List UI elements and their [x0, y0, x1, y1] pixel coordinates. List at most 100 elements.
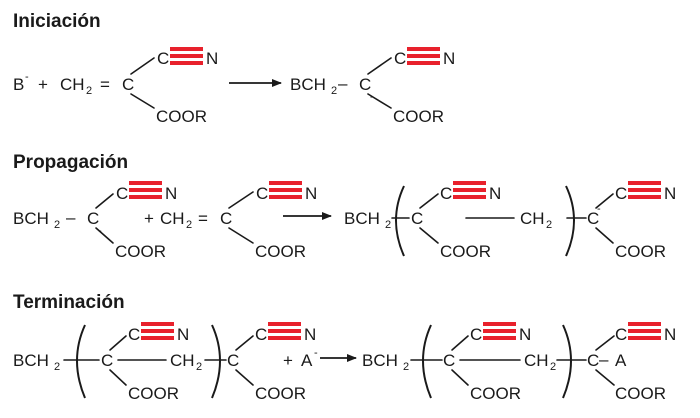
nitrogen-atom: N [305, 184, 317, 203]
triple-bond-8 [268, 322, 301, 340]
terminating-agent: A [301, 351, 313, 370]
nitrogen-atom: N [177, 325, 189, 344]
bond-c-coor [595, 227, 614, 244]
ch2-group: CH [170, 351, 195, 370]
ester-group: COOR [115, 242, 166, 261]
nitrogen-atom: N [165, 184, 177, 203]
plus-sign-1: + [38, 75, 48, 94]
ester-group: COOR [393, 107, 444, 126]
chain-end-charge: - [597, 203, 601, 215]
chain-end-carbon: C [587, 209, 599, 228]
nitrile-carbon: C [440, 184, 452, 203]
open-parenthesis [76, 324, 86, 399]
nitrile-carbon: C [116, 184, 128, 203]
nitrile-carbon: C [256, 184, 268, 203]
terminating-agent-charge: - [314, 347, 318, 359]
nitrile-carbon: C [255, 325, 267, 344]
bond-c-coor [451, 369, 469, 386]
double-bond-sign: = [100, 75, 110, 94]
open-parenthesis [422, 324, 432, 399]
heading-propagation: Propagación [13, 152, 128, 173]
triple-bond-7 [141, 322, 174, 340]
bond-c-cn [228, 191, 254, 209]
ch2-subscript: 2 [86, 85, 92, 97]
triple-bond-5 [453, 181, 486, 199]
bond-c-cn [235, 335, 254, 351]
ester-group: COOR [470, 384, 521, 403]
bch2-subscript: 2 [54, 219, 60, 231]
bond-c-coor [367, 93, 392, 109]
nitrile-carbon: C [157, 49, 169, 68]
single-bond-dash: – [599, 350, 609, 369]
heading-termination: Terminación [13, 292, 125, 313]
bond-c-coor [235, 369, 254, 386]
bond-c-cn [595, 193, 614, 209]
triple-bond-4 [269, 181, 302, 199]
nitrogen-atom: N [664, 184, 676, 203]
nitrile-carbon: C [615, 325, 627, 344]
bond-c-coor [95, 227, 114, 244]
initiator-charge: - [25, 71, 29, 83]
bond-c-coor [130, 93, 155, 109]
triple-bond-6 [628, 181, 661, 199]
bond-c-cn [109, 335, 127, 351]
plus-sign-3: + [283, 351, 293, 370]
nitrogen-atom: N [489, 184, 501, 203]
bch2-subscript: 2 [54, 361, 60, 373]
carbanion-carbon: C [87, 209, 99, 228]
bch2-group: BCH [13, 209, 49, 228]
initiator-atom: B [13, 75, 24, 94]
ester-group: COOR [156, 107, 207, 126]
bond-c-coor [595, 369, 615, 386]
ch2-subscript: 2 [196, 361, 202, 373]
repeat-unit-carbon: C [411, 209, 423, 228]
single-bond-dash: – [66, 208, 76, 227]
ester-group: COOR [615, 384, 666, 403]
bch2-group: BCH [13, 351, 49, 370]
ester-group: COOR [255, 242, 306, 261]
bond-c-cn [419, 193, 439, 209]
nitrogen-atom: N [443, 49, 455, 68]
nitrile-carbon: C [470, 325, 482, 344]
bond-c-coor [109, 369, 127, 386]
triple-bond-3 [129, 181, 162, 199]
triple-bond-10 [628, 322, 661, 340]
bch2-group: BCH [362, 351, 398, 370]
bond-c-coor [228, 227, 254, 244]
nitrogen-atom: N [519, 325, 531, 344]
ch2-subscript: 2 [546, 219, 552, 231]
ch2-group: CH [520, 209, 545, 228]
central-carbon: C [122, 75, 134, 94]
close-parenthesis [565, 185, 575, 257]
nitrile-carbon: C [128, 325, 140, 344]
ch2-group: CH [160, 209, 185, 228]
bond-c-coor [419, 227, 439, 244]
bond-c-cn [367, 57, 392, 75]
ester-group: COOR [128, 384, 179, 403]
nitrogen-atom: N [664, 325, 676, 344]
nitrile-carbon: C [394, 49, 406, 68]
triple-bond-9 [483, 322, 516, 340]
plus-sign-2: + [144, 209, 154, 228]
close-parenthesis [562, 324, 572, 399]
bch2-subscript: 2 [331, 85, 337, 97]
ch2-group: CH [524, 351, 549, 370]
bch2-group: BCH [290, 75, 326, 94]
carbanion-carbon: C [359, 75, 371, 94]
bch2-subscript: 2 [403, 361, 409, 373]
terminal-group: A [615, 351, 627, 370]
ch2-group: CH [60, 75, 85, 94]
bond-c-cn [95, 193, 114, 209]
ester-group: COOR [615, 242, 666, 261]
nitrile-carbon: C [615, 184, 627, 203]
bch2-group: BCH [344, 209, 380, 228]
bond-c-cn [451, 335, 469, 351]
repeat-unit-carbon: C [443, 351, 455, 370]
triple-bond-2 [407, 47, 440, 65]
ch2-subscript: 2 [186, 219, 192, 231]
bond-c-cn [130, 57, 155, 75]
ester-group: COOR [440, 242, 491, 261]
bch2-subscript: 2 [385, 219, 391, 231]
close-parenthesis [211, 324, 221, 399]
